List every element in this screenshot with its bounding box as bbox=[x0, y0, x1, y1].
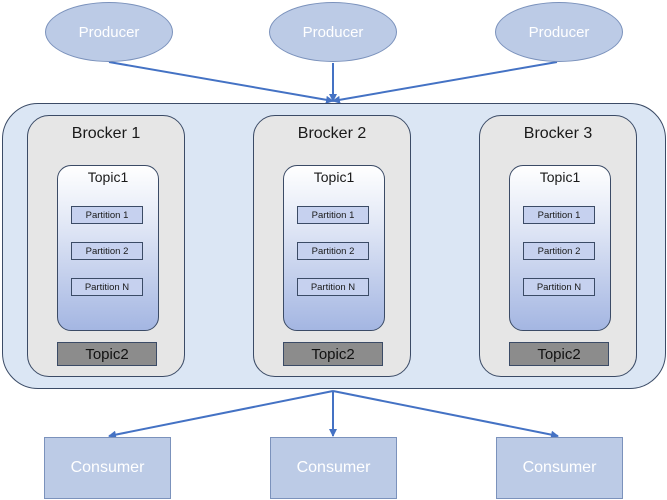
topic1-container: Topic1 Partition 1 Partition 2 Partition… bbox=[283, 165, 385, 331]
topic1-label: Topic1 bbox=[87, 169, 129, 185]
partition-2: Partition 2 bbox=[71, 242, 143, 260]
arrow-producer-1-to-cluster bbox=[108, 61, 334, 104]
producer-label: Producer bbox=[302, 23, 364, 41]
topic2-box: Topic2 bbox=[283, 342, 383, 366]
consumer-node-2: Consumer bbox=[270, 437, 397, 499]
partition-n: Partition N bbox=[71, 278, 143, 296]
broker-title: Brocker 3 bbox=[523, 125, 593, 142]
producer-label: Producer bbox=[78, 23, 140, 41]
partition-2: Partition 2 bbox=[523, 242, 595, 260]
topic2-box: Topic2 bbox=[509, 342, 609, 366]
consumer-node-3: Consumer bbox=[496, 437, 623, 499]
consumer-node-1: Consumer bbox=[44, 437, 171, 499]
producer-node-3: Producer bbox=[495, 2, 623, 62]
topic1-container: Topic1 Partition 1 Partition 2 Partition… bbox=[57, 165, 159, 331]
partition-n: Partition N bbox=[297, 278, 369, 296]
broker-3: Brocker 3 Topic1 Partition 1 Partition 2… bbox=[479, 115, 637, 377]
producer-node-1: Producer bbox=[45, 2, 173, 62]
partition-n: Partition N bbox=[523, 278, 595, 296]
partition-1: Partition 1 bbox=[71, 206, 143, 224]
arrow-cluster-to-consumer-1 bbox=[108, 390, 334, 439]
partition-2: Partition 2 bbox=[297, 242, 369, 260]
topic2-box: Topic2 bbox=[57, 342, 157, 366]
topic1-label: Topic1 bbox=[313, 169, 355, 185]
consumer-label: Consumer bbox=[296, 459, 371, 476]
consumer-label: Consumer bbox=[522, 459, 597, 476]
producer-label: Producer bbox=[528, 23, 590, 41]
broker-title: Brocker 2 bbox=[297, 125, 367, 142]
partition-1: Partition 1 bbox=[523, 206, 595, 224]
partition-1: Partition 1 bbox=[297, 206, 369, 224]
producer-node-2: Producer bbox=[269, 2, 397, 62]
broker-title: Brocker 1 bbox=[71, 125, 141, 142]
arrow-producer-3-to-cluster bbox=[332, 61, 558, 104]
consumer-label: Consumer bbox=[70, 459, 145, 476]
topic1-container: Topic1 Partition 1 Partition 2 Partition… bbox=[509, 165, 611, 331]
topic1-label: Topic1 bbox=[539, 169, 581, 185]
arrow-cluster-to-consumer-3 bbox=[332, 390, 559, 439]
broker-1: Brocker 1 Topic1 Partition 1 Partition 2… bbox=[27, 115, 185, 377]
broker-2: Brocker 2 Topic1 Partition 1 Partition 2… bbox=[253, 115, 411, 377]
